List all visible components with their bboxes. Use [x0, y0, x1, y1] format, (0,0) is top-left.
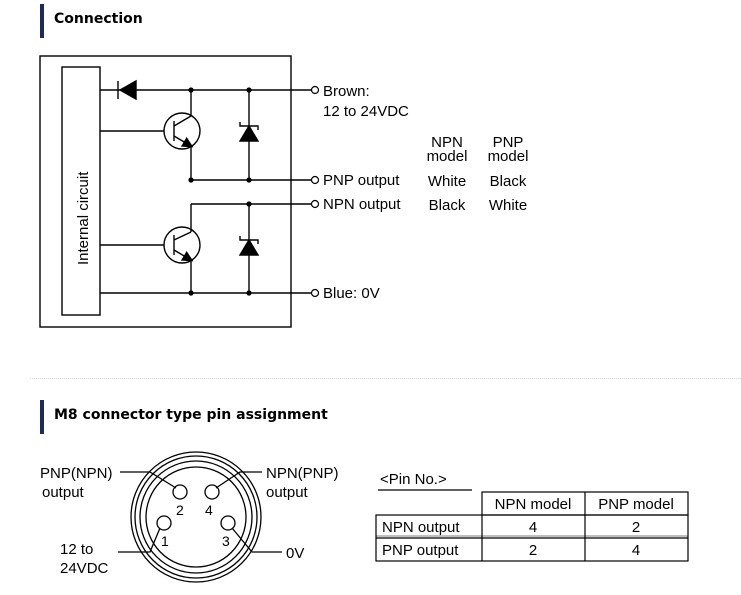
reverse-diode-symbol	[118, 79, 137, 101]
pin-3	[220, 515, 236, 531]
label-npn-pnp-1: NPN(PNP)	[266, 465, 339, 482]
pin-label-3: 3	[222, 533, 230, 549]
pin-table-row1-npn: 4	[529, 519, 537, 536]
pin-no-title: <Pin No.>	[380, 471, 447, 488]
label-npn-pnp-2: output	[266, 484, 309, 501]
connector-ring-2	[134, 455, 258, 579]
brown-voltage-label: 12 to 24VDC	[323, 103, 409, 120]
npn-model-header-1: NPN	[431, 134, 463, 151]
npn-output-terminal	[310, 199, 320, 209]
pin-table-row1-label: NPN output	[382, 519, 460, 536]
pin-table-header-npn: NPN model	[495, 496, 572, 513]
pnp-model-header-1: PNP	[493, 134, 524, 151]
leader-0v	[231, 527, 282, 553]
pin-label-2: 2	[176, 502, 184, 518]
pin-1	[156, 515, 172, 531]
npn-model-header-2: model	[427, 148, 468, 165]
pin-assignment-header-text: M8 connector type pin assignment	[54, 407, 328, 423]
label-supply-1: 12 to	[60, 541, 93, 558]
brown-terminal	[310, 85, 320, 95]
npn-row-pnp-color: White	[489, 197, 527, 214]
brown-label: Brown:	[323, 83, 370, 100]
pnp-model-header-2: model	[488, 148, 529, 165]
pin-table-row2-label: PNP output	[382, 542, 459, 559]
npn-row-npn-color: Black	[429, 197, 466, 214]
leader-npn-pnp	[215, 471, 262, 489]
connector-ring-3	[139, 460, 253, 574]
connector-outer-ring	[130, 451, 262, 583]
connection-header: Connection	[40, 4, 143, 38]
label-pnp-npn-2: output	[42, 484, 85, 501]
upper-transistor-symbol	[163, 112, 201, 150]
pin-2	[172, 484, 188, 500]
pin-label-1: 1	[161, 533, 169, 549]
pin-table-row2-npn: 2	[529, 542, 537, 559]
pnp-row-npn-color: White	[428, 173, 466, 190]
blue-terminal	[310, 288, 320, 298]
internal-circuit-label: Internal circuit	[75, 171, 92, 265]
label-pnp-npn-1: PNP(NPN)	[40, 465, 113, 482]
section-divider	[30, 378, 741, 379]
connector-inner-face	[145, 466, 247, 568]
pin-assignment-header: M8 connector type pin assignment	[40, 400, 328, 434]
pin-4	[204, 484, 220, 500]
upper-zener-symbol	[238, 124, 260, 142]
pin-table-row2-pnp: 4	[632, 542, 640, 559]
label-0v: 0V	[286, 545, 304, 562]
lower-zener-symbol	[238, 238, 260, 256]
lower-transistor-symbol	[163, 226, 201, 264]
npn-output-label: NPN output	[323, 196, 401, 213]
label-supply-2: 24VDC	[60, 560, 109, 577]
pnp-row-pnp-color: Black	[490, 173, 527, 190]
pnp-output-terminal	[310, 175, 320, 185]
internal-circuit-box	[61, 66, 101, 316]
blue-label: Blue: 0V	[323, 285, 380, 302]
pnp-output-label: PNP output	[323, 172, 400, 189]
pin-label-4: 4	[205, 502, 213, 518]
leader-pnp-npn	[120, 471, 177, 489]
sensor-housing-box	[39, 55, 292, 328]
pin-table-row1-pnp: 2	[632, 519, 640, 536]
pin-table-header-pnp: PNP model	[598, 496, 674, 513]
leader-supply	[118, 527, 161, 553]
connection-header-text: Connection	[54, 11, 143, 27]
